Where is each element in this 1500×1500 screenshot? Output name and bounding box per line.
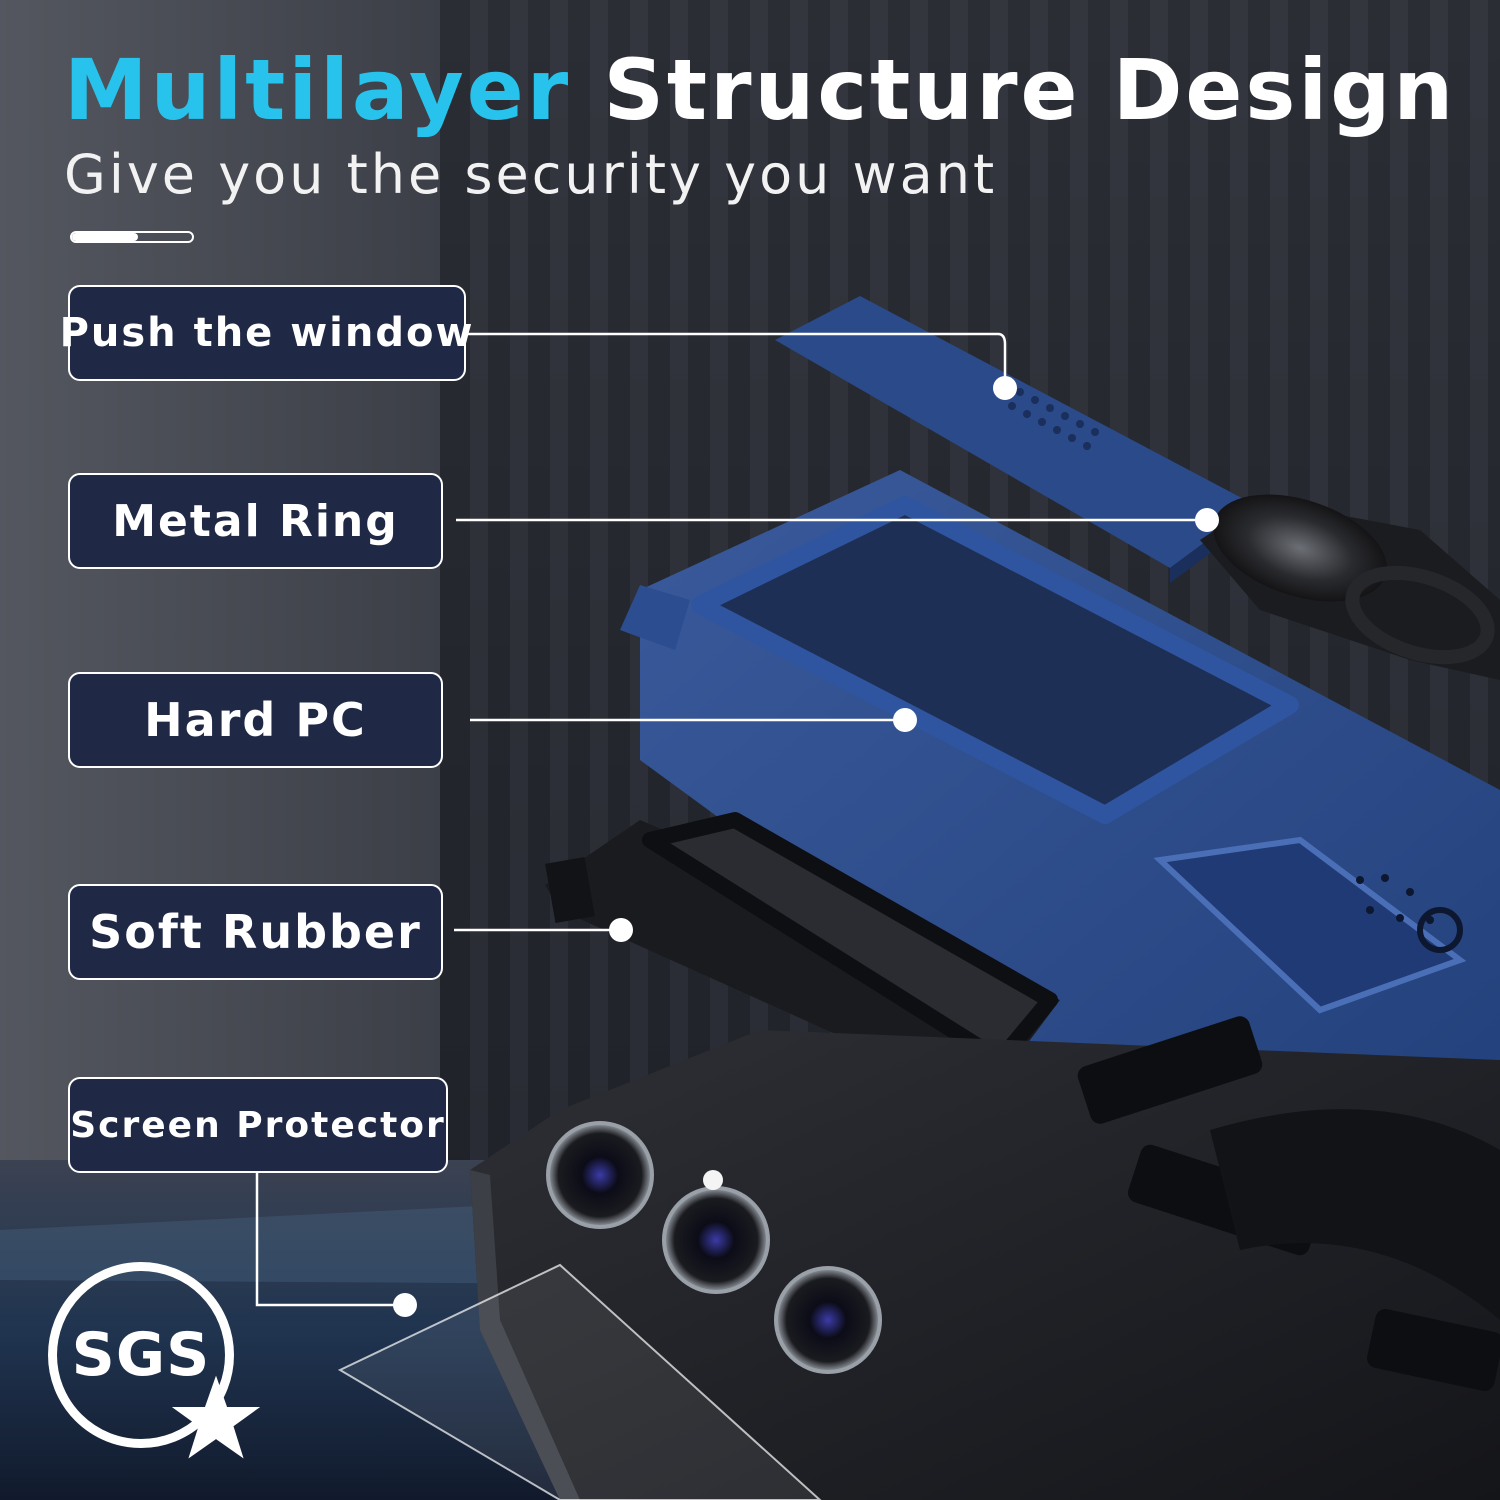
title-rest: Structure Design: [603, 41, 1457, 139]
label-hard-pc: Hard PC: [68, 672, 443, 768]
callout-dot-hard-pc: [893, 708, 917, 732]
callout-dot-screen-protector: [393, 1293, 417, 1317]
star-icon: [171, 1375, 261, 1459]
callout-dot-push-window: [993, 376, 1017, 400]
label-screen-protector: Screen Protector: [68, 1077, 448, 1173]
label-metal-ring: Metal Ring: [68, 473, 443, 569]
title-accent: Multilayer: [64, 41, 572, 139]
phone-body: [470, 1016, 1500, 1500]
sgs-badge: SGS: [48, 1262, 234, 1448]
hard-pc-shell: [620, 470, 1500, 1170]
screen-protector-glass: [337, 1263, 822, 1500]
page-subtitle: Give you the security you want: [64, 143, 998, 206]
callout-dot-soft-rubber: [609, 918, 633, 942]
camera-lenses: [546, 1121, 882, 1374]
progress-indicator: [70, 231, 194, 243]
progress-fill: [72, 233, 138, 241]
soft-rubber-case: [545, 812, 1060, 1090]
connector-screen-protector: [255, 1172, 405, 1307]
callout-dot-metal-ring: [1195, 508, 1219, 532]
connector-push-window: [465, 332, 1007, 386]
label-soft-rubber: Soft Rubber: [68, 884, 443, 980]
metal-ring-holder: [1200, 494, 1500, 680]
label-push-the-window: Push the window: [60, 285, 472, 381]
sgs-badge-text: SGS: [71, 1320, 211, 1390]
page-title: Multilayer Structure Design: [64, 48, 1456, 132]
